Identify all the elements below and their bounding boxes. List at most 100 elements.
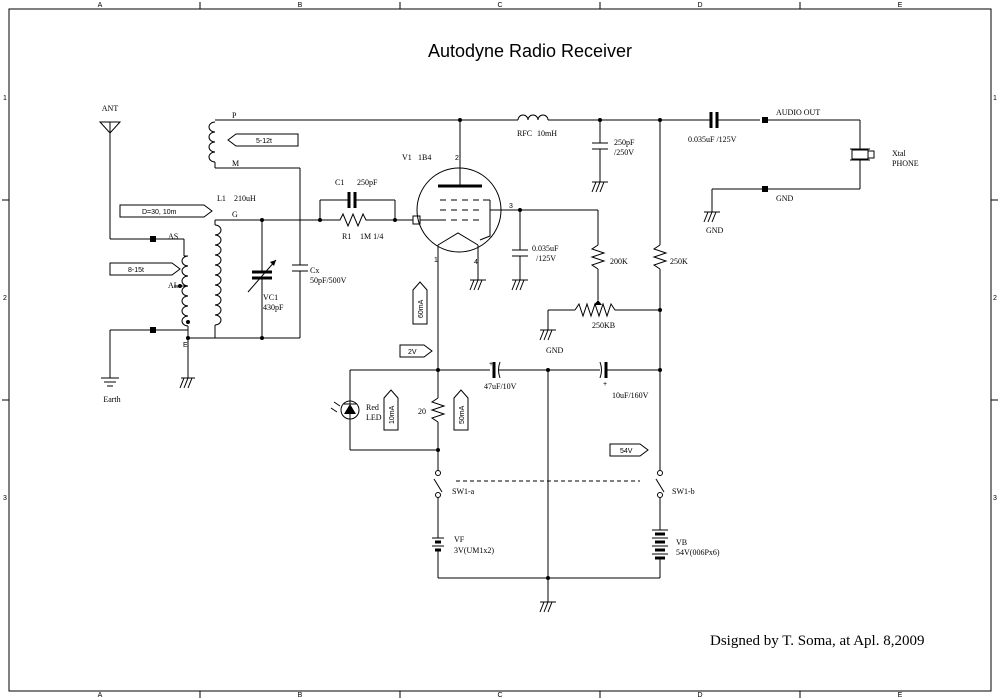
c10uf-label: 10uF/160V <box>612 391 649 400</box>
row-label-3-right: 3 <box>993 495 997 502</box>
pin4-label: 4 <box>474 259 478 266</box>
l1-value: 210uH <box>234 194 256 203</box>
sw1b-label: SW1-b <box>672 487 695 496</box>
cx-value: 50pF/500V <box>310 276 347 285</box>
al-tap-dot <box>178 284 182 288</box>
vb-value: 54V(006Px6) <box>676 548 720 557</box>
tag-d-30: D=30, 10m <box>119 204 213 218</box>
svg-text:+: + <box>603 381 607 388</box>
coil-ground <box>179 320 195 389</box>
v1-vacuum-tube <box>412 118 598 370</box>
tag-10ma: 10mA <box>383 389 399 431</box>
col-label-e-top: E <box>898 2 903 9</box>
gnd-out-label: GND <box>776 194 794 203</box>
g-label: G <box>232 210 238 219</box>
rfc-value: 10mH <box>537 129 557 138</box>
rfc-label: RFC <box>517 129 532 138</box>
sw1a-label: SW1-a <box>452 487 475 496</box>
coupling-cap-label: 0.035uF /125V <box>688 135 737 144</box>
svg-text:50mA: 50mA <box>459 405 466 424</box>
col-label-b-bottom: B <box>298 692 303 699</box>
tag-2v: 2V <box>399 344 433 358</box>
audio-out-terminal <box>762 117 768 123</box>
gnd-pot-label: GND <box>546 346 564 355</box>
col-label-b-top: B <box>298 2 303 9</box>
vf-label: VF <box>454 535 465 544</box>
designer-credit: Dsigned by T. Soma, at Apl. 8,2009 <box>710 633 924 649</box>
r20-label: 20 <box>418 407 426 416</box>
antenna-symbol <box>98 121 150 240</box>
svg-text:54V: 54V <box>620 448 633 455</box>
col-label-d-bottom: D <box>697 692 702 699</box>
m-label: M <box>232 159 239 168</box>
col-label-c-bottom: C <box>497 692 502 699</box>
led-label-red: Red <box>366 403 379 412</box>
cx-capacitor <box>292 264 308 338</box>
tag-50ma: 50mA <box>453 389 469 431</box>
earth-symbol <box>101 329 150 387</box>
svg-text:2V: 2V <box>408 349 417 356</box>
regeneration-potentiometer <box>539 300 660 341</box>
col-label-e-bottom: E <box>898 692 903 699</box>
tag-8-15t: 8-15t <box>109 262 181 276</box>
c1-value: 250pF <box>357 178 378 187</box>
resistor-200k <box>590 210 606 300</box>
bypass-capacitor-250pf <box>591 120 608 193</box>
ant-label: ANT <box>102 104 119 113</box>
l1-label: L1 <box>217 194 226 203</box>
resistor-20-ohm <box>430 370 446 470</box>
gnd-phone-label: GND <box>706 226 724 235</box>
row-label-3-left: 3 <box>3 495 7 502</box>
col-label-a-top: A <box>98 2 103 9</box>
row-label-1-left: 1 <box>3 95 7 102</box>
col-label-c-top: C <box>497 2 502 9</box>
earth-label: Earth <box>103 395 120 404</box>
terminal-earth <box>150 327 156 333</box>
diagram-title: Autodyne Radio Receiver <box>428 41 632 61</box>
col-label-a-bottom: A <box>98 692 103 699</box>
switch-sw1-a <box>433 470 443 538</box>
vc1-variable-capacitor <box>247 218 277 340</box>
led-indicator <box>330 369 438 451</box>
xtal-phone <box>768 119 875 190</box>
tag-60ma: 60mA <box>412 281 428 325</box>
tag-5-12t: 5-12t <box>227 133 299 147</box>
screen-cap-voltage: /125V <box>536 254 556 263</box>
vf-value: 3V(UM1x2) <box>454 546 494 555</box>
vc1-value: 430pF <box>263 303 284 312</box>
tag-54v: 54V <box>609 443 649 457</box>
battery-vb <box>652 529 668 578</box>
row-label-2-right: 2 <box>993 295 997 302</box>
as-label: AS <box>168 232 178 241</box>
svg-text:8-15t: 8-15t <box>128 267 144 274</box>
r200k-label: 200K <box>610 257 628 266</box>
r1-value: 1M 1/4 <box>360 232 383 241</box>
tickler-coil <box>208 119 460 265</box>
row-label-1-right: 1 <box>993 95 997 102</box>
pin3-label: 3 <box>509 203 513 210</box>
cx-label: Cx <box>310 266 319 275</box>
pin1-label: 1 <box>434 257 438 264</box>
l1-coil <box>188 219 300 339</box>
screen-cap-label: 0.035uF <box>532 244 559 253</box>
switch-sw1-b <box>655 470 665 530</box>
audio-out-label: AUDIO OUT <box>776 108 820 117</box>
phone-label: PHONE <box>892 159 919 168</box>
svg-text:60mA: 60mA <box>418 299 425 318</box>
al-label: AL <box>168 281 179 290</box>
c250pf-voltage: /250V <box>614 148 634 157</box>
svg-text:10mA: 10mA <box>389 405 396 424</box>
c1-label: C1 <box>335 178 344 187</box>
vb-label: VB <box>676 538 687 547</box>
phone-ground <box>703 188 762 223</box>
vc1-label: VC1 <box>263 293 278 302</box>
gnd-out-terminal <box>762 186 768 192</box>
col-label-d-top: D <box>697 2 702 9</box>
v1-type: 1B4 <box>418 153 431 162</box>
c250pf-label: 250pF <box>614 138 635 147</box>
battery-vf <box>432 537 444 578</box>
svg-text:+: + <box>489 361 493 368</box>
xtal-label: Xtal <box>892 149 907 158</box>
svg-text:5-12t: 5-12t <box>256 138 272 145</box>
v1-label: V1 <box>402 153 412 162</box>
